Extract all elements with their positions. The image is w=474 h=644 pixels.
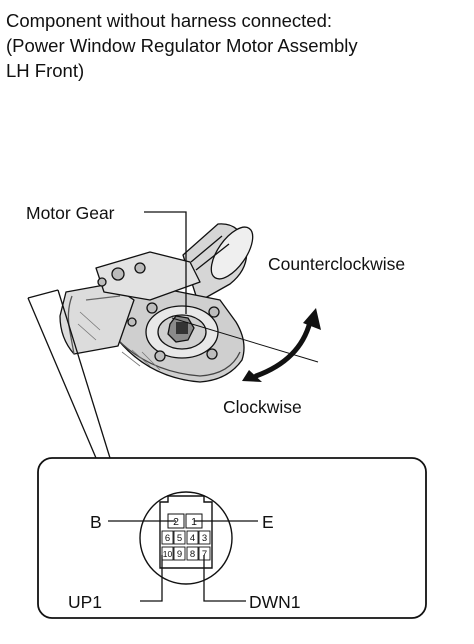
label-e: E: [262, 512, 274, 532]
caption-line-3: LH Front): [6, 60, 85, 81]
rotation-arrow: [242, 308, 321, 382]
motor-gear-leader: [144, 211, 187, 314]
label-b: B: [90, 512, 102, 532]
terminal-2: 2: [173, 516, 179, 528]
terminal-5: 5: [177, 533, 182, 544]
terminal-10: 10: [163, 549, 173, 559]
caption-line-1: Component without harness connected:: [6, 10, 333, 31]
label-dwn1: DWN1: [249, 592, 301, 612]
caption-line-2: (Power Window Regulator Motor Assembly: [6, 35, 358, 56]
motor-gear-label: Motor Gear: [26, 203, 115, 223]
label-up1: UP1: [68, 592, 102, 612]
counterclockwise-label: Counterclockwise: [268, 254, 405, 274]
clockwise-label: Clockwise: [223, 397, 302, 417]
caption: Component without harness connected: (Po…: [6, 8, 470, 83]
terminal-1: 1: [191, 516, 197, 528]
terminal-8: 8: [190, 549, 195, 560]
terminal-leaders: [108, 520, 258, 602]
terminal-7: 7: [202, 549, 207, 560]
motor-assembly: [59, 223, 254, 383]
callout-leader: [27, 289, 111, 459]
terminal-9: 9: [177, 549, 182, 560]
terminal-3: 3: [202, 533, 207, 544]
terminal-6: 6: [165, 533, 170, 544]
terminal-4: 4: [190, 533, 195, 544]
